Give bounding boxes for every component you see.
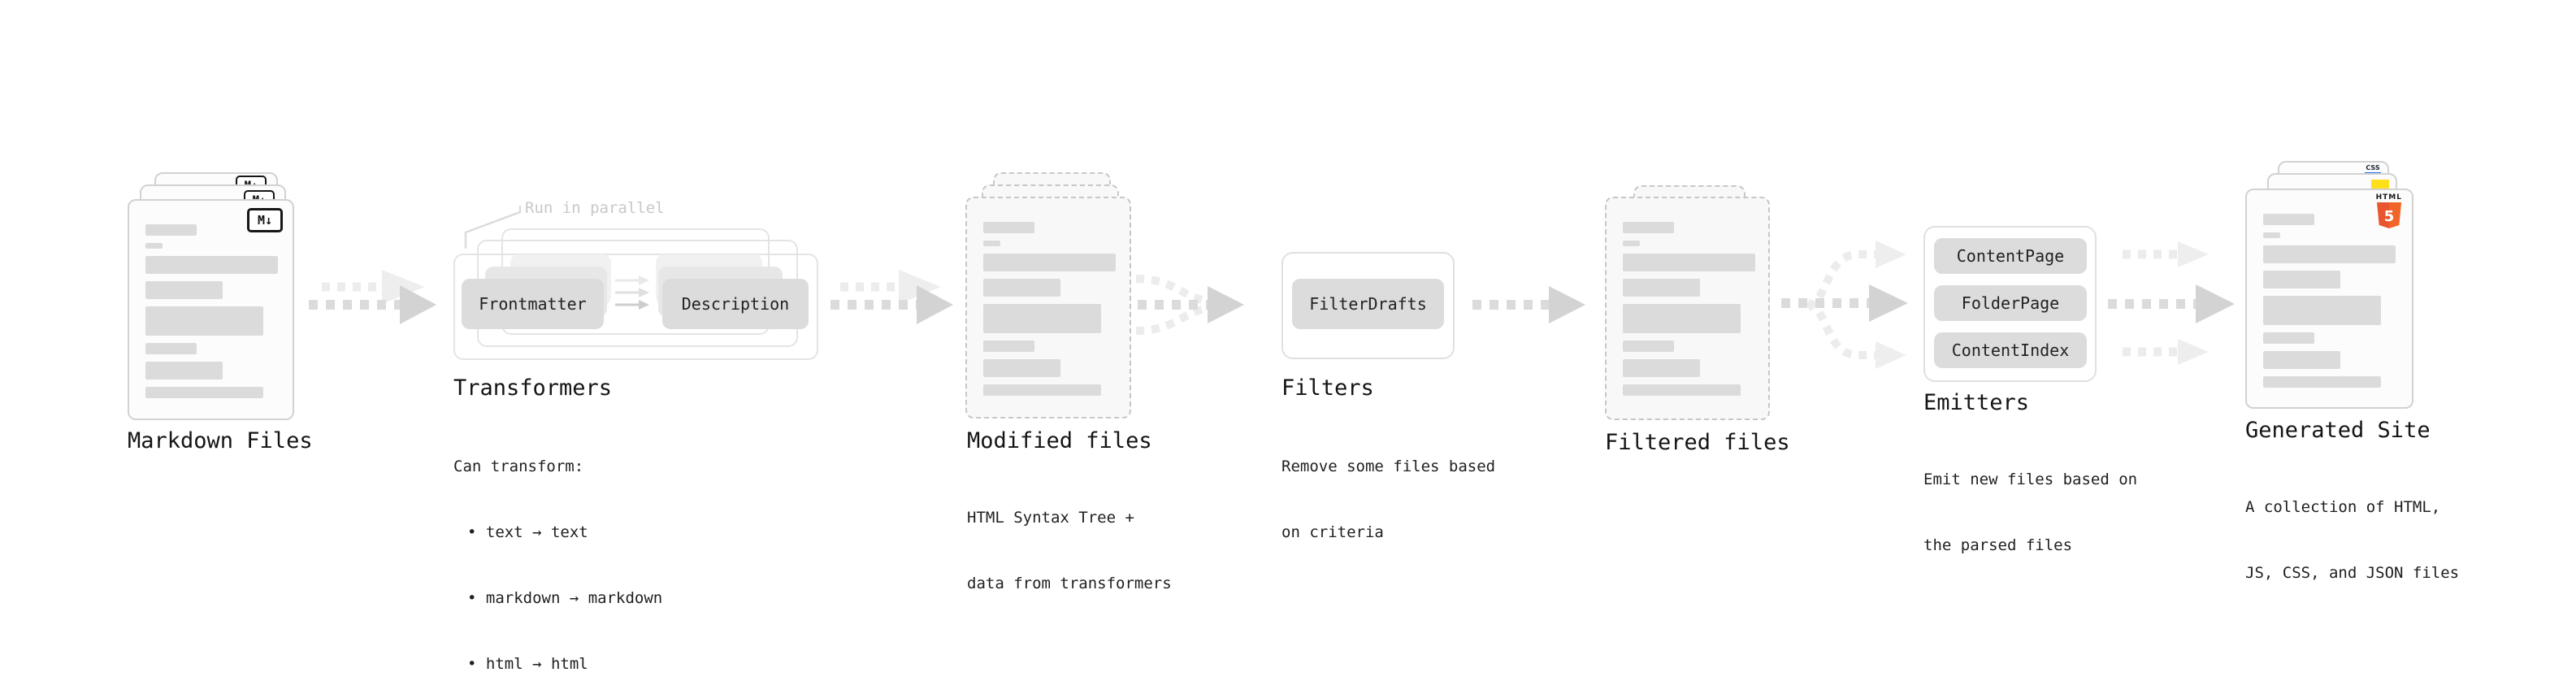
folderpage-button: FolderPage bbox=[1934, 285, 2087, 321]
placeholder-bar bbox=[983, 222, 1034, 233]
filtered-file-card-front bbox=[1605, 197, 1770, 420]
desc-bullet: • markdown → markdown bbox=[467, 589, 663, 607]
stage-label-emitters: Emitters bbox=[1923, 390, 2030, 415]
placeholder-bar bbox=[1623, 384, 1741, 396]
stage-label-transformers: Transformers bbox=[453, 375, 613, 401]
desc-line: the parsed files bbox=[1923, 536, 2073, 554]
placeholder-bar bbox=[2263, 296, 2381, 325]
html5-shield: 5 bbox=[2376, 202, 2401, 228]
desc-bullet: • text → text bbox=[467, 523, 588, 541]
placeholder-bar bbox=[145, 256, 278, 274]
placeholder-bar bbox=[1623, 254, 1755, 271]
document-content-placeholder bbox=[129, 201, 293, 398]
document-content-placeholder bbox=[1607, 198, 1768, 396]
html5-icon: HTML 5 bbox=[2376, 194, 2402, 228]
desc-line: Emit new files based on bbox=[1923, 471, 2138, 488]
desc-line: HTML Syntax Tree + bbox=[967, 509, 1134, 527]
desc-line: JS, CSS, and JSON files bbox=[2245, 564, 2460, 582]
contentpage-button: ContentPage bbox=[1934, 238, 2087, 274]
placeholder-bar bbox=[983, 279, 1060, 297]
filterdrafts-button: FilterDrafts bbox=[1292, 279, 1444, 329]
stage-label-modified-files: Modified files bbox=[967, 428, 1152, 453]
parallel-run-arrows bbox=[615, 275, 649, 310]
arrow-transformers-to-modified bbox=[830, 270, 953, 324]
arrow-markdown-to-transformers bbox=[309, 270, 436, 324]
arrow-filtered-to-emitters bbox=[1781, 241, 1908, 369]
placeholder-bar bbox=[145, 343, 197, 354]
placeholder-bar bbox=[983, 254, 1116, 271]
stage-desc-transformers: Can transform: • text → text • markdown … bbox=[453, 412, 662, 681]
description-button: Description bbox=[662, 279, 809, 329]
css-icon-label: CSS bbox=[2366, 164, 2380, 171]
placeholder-bar bbox=[1623, 279, 1700, 297]
placeholder-bar bbox=[145, 306, 263, 336]
placeholder-bar bbox=[2263, 332, 2314, 344]
arrow-filters-to-filtered bbox=[1472, 286, 1585, 323]
document-content-placeholder bbox=[2247, 190, 2412, 388]
placeholder-bar bbox=[1623, 304, 1741, 333]
placeholder-bar bbox=[145, 281, 223, 299]
note-callout-line bbox=[464, 206, 522, 249]
placeholder-bar bbox=[983, 304, 1101, 333]
markdown-icon-glyph: M↓ bbox=[257, 212, 273, 228]
placeholder-bar bbox=[1623, 222, 1674, 233]
modified-file-card-front bbox=[965, 197, 1131, 419]
desc-bullet: • html → html bbox=[467, 655, 588, 673]
html5-icon-number: 5 bbox=[2384, 208, 2395, 225]
desc-line: Can transform: bbox=[453, 458, 584, 475]
placeholder-bar bbox=[983, 359, 1060, 377]
frontmatter-button: Frontmatter bbox=[462, 279, 604, 329]
js-icon bbox=[2371, 180, 2389, 189]
placeholder-bar bbox=[145, 387, 263, 398]
placeholder-bar bbox=[2263, 245, 2396, 263]
stage-desc-modified-files: HTML Syntax Tree + data from transformer… bbox=[967, 463, 1172, 639]
markdown-icon: M↓ bbox=[247, 208, 283, 232]
placeholder-bar bbox=[983, 340, 1034, 352]
placeholder-bar bbox=[1623, 340, 1674, 352]
desc-line: Remove some files based bbox=[1281, 458, 1496, 475]
desc-line: data from transformers bbox=[967, 575, 1172, 592]
stage-desc-generated-site: A collection of HTML, JS, CSS, and JSON … bbox=[2245, 453, 2459, 628]
arrow-emitters-to-generated bbox=[2108, 241, 2235, 365]
html5-icon-label: HTML bbox=[2375, 193, 2402, 202]
placeholder-bar bbox=[2263, 271, 2340, 288]
desc-line: on criteria bbox=[1281, 523, 1384, 541]
markdown-file-card-front: M↓ bbox=[128, 199, 294, 420]
placeholder-bar bbox=[1623, 359, 1700, 377]
placeholder-bar bbox=[983, 384, 1101, 396]
stage-desc-emitters: Emit new files based on the parsed files bbox=[1923, 425, 2137, 601]
placeholder-bar bbox=[983, 241, 1000, 246]
stage-label-filters: Filters bbox=[1281, 375, 1374, 401]
placeholder-bar bbox=[145, 243, 163, 249]
stage-label-filtered-files: Filtered files bbox=[1605, 430, 1790, 455]
placeholder-bar bbox=[145, 362, 223, 380]
generated-file-card-html: HTML 5 bbox=[2245, 189, 2413, 409]
stage-desc-filters: Remove some files based on criteria bbox=[1281, 412, 1495, 588]
placeholder-bar bbox=[2263, 351, 2340, 369]
stage-label-generated-site: Generated Site bbox=[2245, 418, 2431, 443]
document-content-placeholder bbox=[967, 198, 1130, 396]
placeholder-bar bbox=[1623, 241, 1640, 246]
arrow-modified-to-filters bbox=[1135, 275, 1244, 335]
placeholder-bar bbox=[145, 224, 197, 236]
placeholder-bar bbox=[2263, 214, 2314, 225]
placeholder-bar bbox=[2263, 232, 2280, 238]
stage-label-markdown-files: Markdown Files bbox=[128, 428, 313, 453]
placeholder-bar bbox=[2263, 376, 2381, 388]
contentindex-button: ContentIndex bbox=[1934, 332, 2087, 368]
desc-line: A collection of HTML, bbox=[2245, 498, 2441, 516]
run-in-parallel-note: Run in parallel bbox=[525, 199, 665, 217]
transformer-group-front bbox=[453, 254, 818, 360]
